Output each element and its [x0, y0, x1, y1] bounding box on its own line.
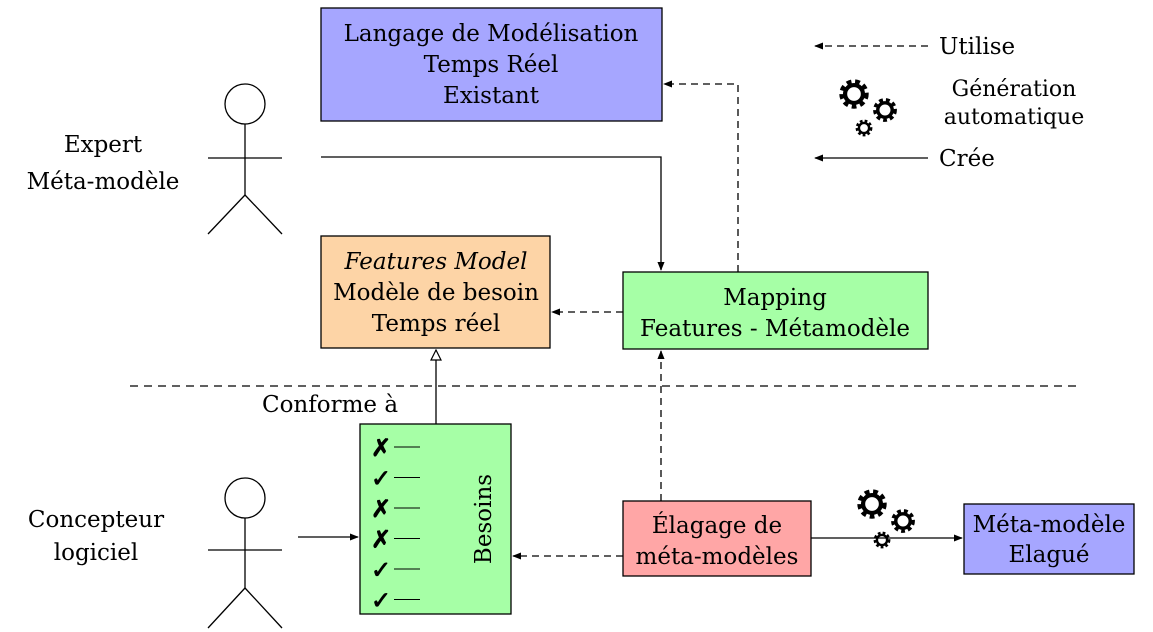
besoins-label: Besoins	[471, 474, 497, 564]
expert-label-line-1: Expert	[64, 132, 143, 158]
legend: Utilise Génération automatique Crée	[814, 34, 1085, 172]
concepteur-label-line-1: Concepteur	[28, 507, 164, 533]
besoins-mark-4: ✓	[371, 555, 391, 584]
conforme-label: Conforme à	[262, 392, 398, 418]
expert-actor-icon	[207, 83, 283, 235]
features-line-2: Temps réel	[372, 311, 500, 337]
mapping-line-2: Features - Métamodèle	[640, 316, 910, 342]
mapping-line-1: Mapping	[723, 285, 827, 311]
features-model-box: Features Model Modèle de besoin Temps ré…	[320, 235, 551, 349]
expert-to-mapping-arrow	[321, 156, 665, 271]
language-line-3: Existant	[443, 83, 540, 109]
elagage-line-2: méta-modèles	[636, 544, 799, 570]
legend-cree: Crée	[939, 146, 995, 172]
besoins-mark-1: ✓	[371, 464, 391, 493]
meta-elague-box: Méta-modèle Elagué	[963, 503, 1135, 575]
besoins-checklist: ✗✓✗✗✓✓	[371, 433, 420, 615]
legend-gears-icon	[842, 82, 894, 137]
meta-elague-line-1: Méta-modèle	[973, 512, 1126, 538]
language-line-1: Langage de Modélisation	[344, 21, 639, 47]
legend-utilise: Utilise	[939, 34, 1015, 60]
expert-label-line-2: Méta-modèle	[27, 169, 180, 195]
mapping-to-language-arrow	[663, 80, 739, 272]
besoins-mark-0: ✗	[371, 433, 391, 462]
features-line-1: Modèle de besoin	[333, 280, 539, 306]
concepteur-actor-icon	[207, 477, 283, 629]
legend-generation-line-1: Génération	[952, 77, 1077, 102]
besoins-mark-3: ✗	[371, 525, 391, 554]
mapping-box: Mapping Features - Métamodèle	[622, 271, 929, 350]
besoins-mark-2: ✗	[371, 494, 391, 523]
elagage-box: Élagage de méta-modèles	[622, 500, 812, 577]
besoins-mark-5: ✓	[371, 586, 391, 615]
elagage-line-1: Élagage de	[652, 512, 782, 539]
legend-generation-line-2: automatique	[944, 105, 1085, 130]
features-title: Features Model	[344, 249, 528, 275]
besoins-box: ✗✓✗✗✓✓ Besoins	[359, 423, 512, 615]
language-line-2: Temps Réel	[424, 52, 559, 78]
meta-elague-line-2: Elagué	[1008, 542, 1089, 568]
concepteur-label-line-2: logiciel	[54, 540, 139, 566]
language-box: Langage de Modélisation Temps Réel Exist…	[320, 7, 663, 122]
